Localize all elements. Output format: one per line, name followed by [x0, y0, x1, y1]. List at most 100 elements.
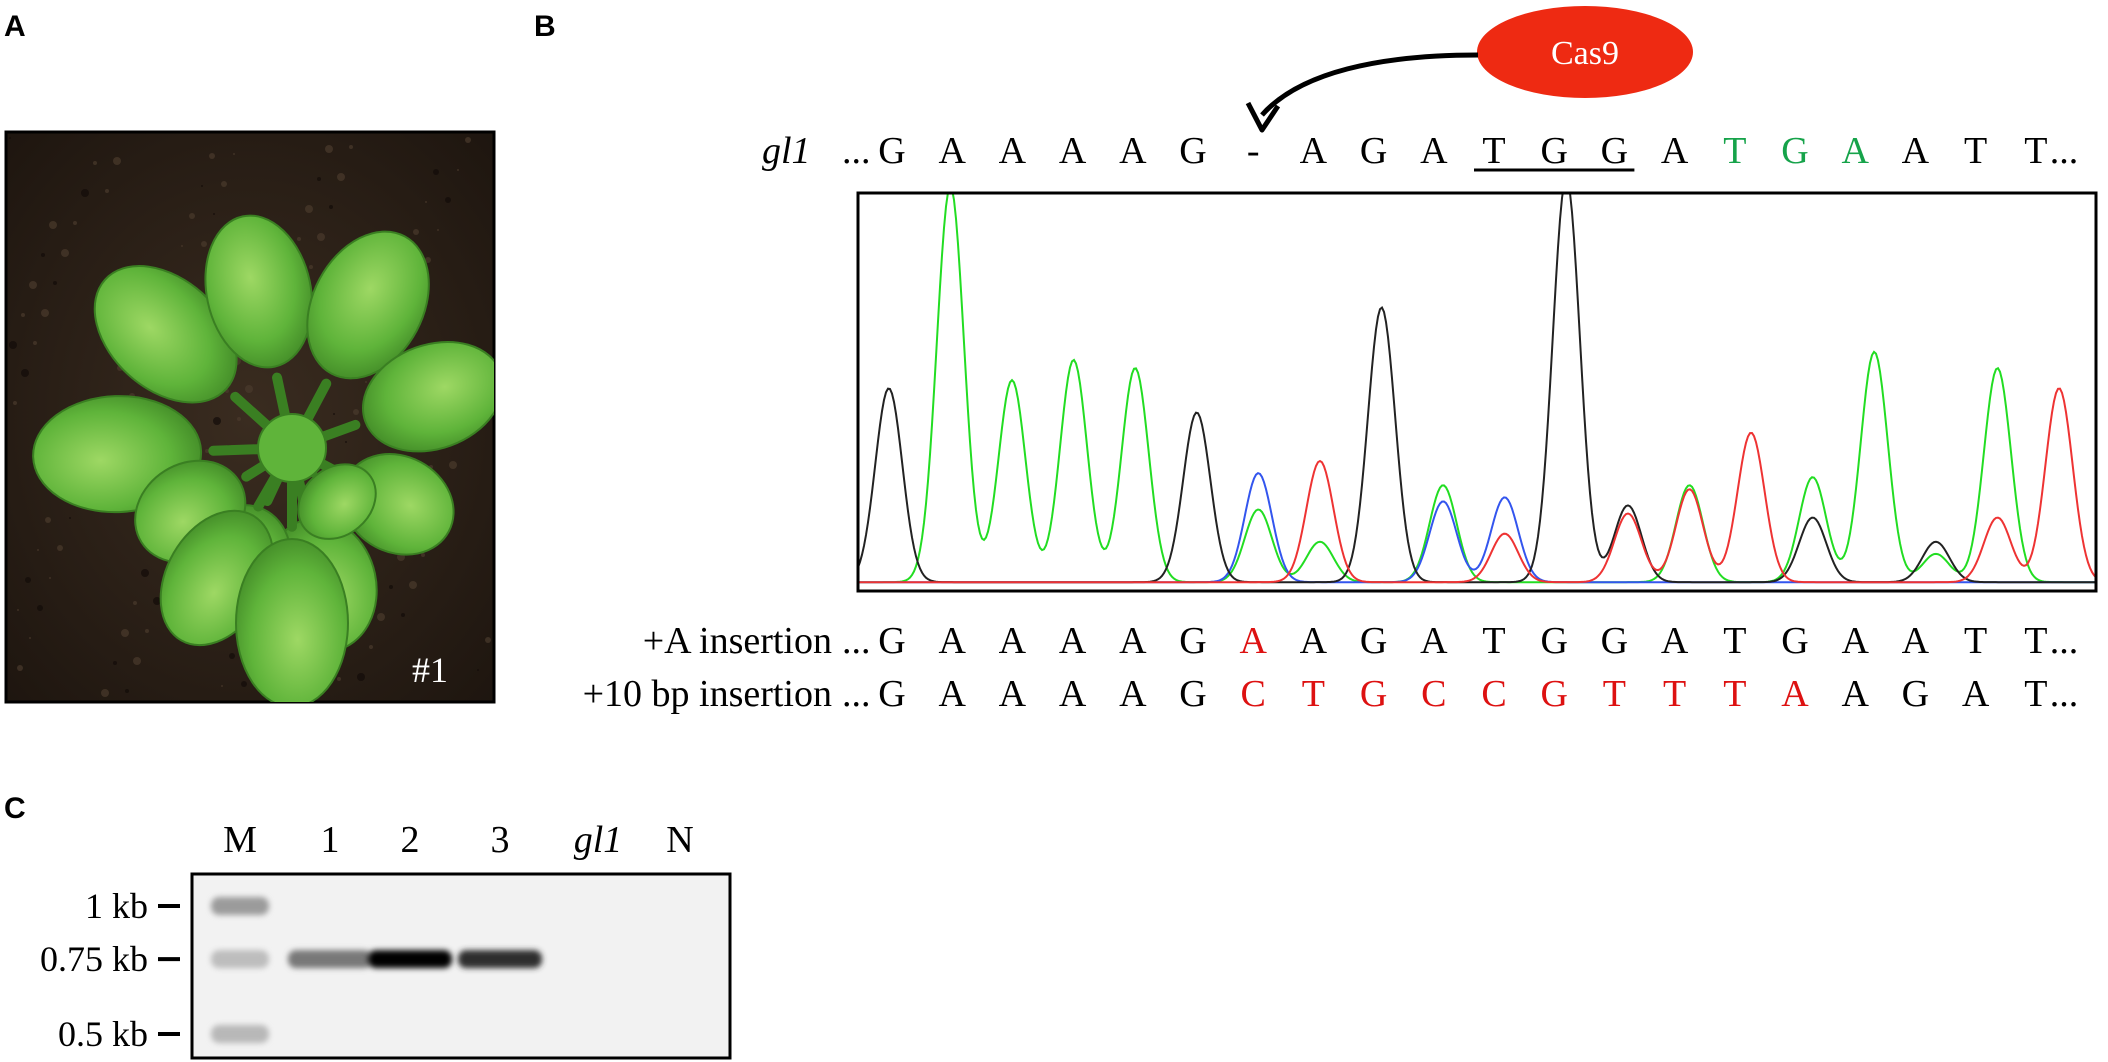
allele-base: T	[1302, 673, 1325, 715]
gel-band	[211, 950, 269, 969]
allele-base: G	[878, 620, 905, 662]
reference-base: G	[1360, 130, 1387, 172]
rosette-plant	[9, 137, 494, 702]
soil-speck	[29, 637, 31, 639]
soil-speck	[49, 577, 51, 579]
soil-speck	[329, 205, 333, 209]
soil-speck	[209, 153, 215, 159]
soil-speck	[57, 545, 63, 551]
soil-speck	[17, 665, 23, 671]
gel-band	[211, 897, 269, 915]
soil-speck	[141, 569, 149, 577]
cas9-label: Cas9	[1551, 35, 1619, 72]
trace-A	[858, 193, 2096, 584]
allele-base: A	[1059, 673, 1087, 715]
soil-speck	[345, 441, 347, 443]
leaf	[93, 265, 238, 404]
soil-speck	[21, 369, 29, 377]
allele-prefix: ...	[842, 620, 871, 662]
soil-speck	[189, 213, 195, 219]
soil-speck	[317, 233, 325, 241]
allele-base: C	[1481, 673, 1506, 715]
cut-arrow-head	[1245, 101, 1281, 133]
allele-base: A	[1962, 673, 1990, 715]
soil-speck	[221, 685, 223, 687]
soil-speck	[241, 681, 247, 687]
cut-arrow	[1260, 52, 1479, 117]
soil-speck	[333, 413, 335, 415]
allele-base: A	[1420, 620, 1448, 662]
soil-speck	[133, 657, 141, 665]
reference-name: gl1	[762, 130, 811, 172]
lane-label: gl1	[574, 819, 623, 861]
allele-base: A	[1119, 620, 1147, 662]
lane-label: 1	[321, 819, 340, 861]
allele-base: G	[1902, 673, 1929, 715]
size-marker-label: 0.75 kb	[40, 939, 148, 979]
soil-speck	[409, 581, 417, 589]
gel-band	[288, 950, 372, 969]
soil-speck	[245, 385, 253, 393]
soil-speck	[433, 169, 439, 175]
gel-band	[211, 1025, 269, 1043]
reference-base: A	[1300, 130, 1328, 172]
allele-base: T	[1723, 620, 1746, 662]
allele-base: A	[1781, 673, 1809, 715]
soil-speck	[41, 309, 49, 317]
soil-speck	[93, 161, 97, 165]
soil-speck	[45, 517, 51, 523]
leaf	[361, 340, 494, 453]
allele-label: +A insertion	[643, 620, 832, 662]
allele-base: T	[1723, 673, 1746, 715]
soil-speck	[61, 249, 69, 257]
soil-speck	[21, 313, 25, 317]
allele-base: G	[1360, 673, 1387, 715]
allele-base: A	[1059, 620, 1087, 662]
soil-speck	[449, 461, 457, 469]
soil-speck	[101, 689, 109, 697]
soil-speck	[485, 637, 491, 643]
soil-speck	[33, 341, 37, 345]
reference-base: G	[1781, 130, 1808, 172]
allele-base: A	[999, 620, 1027, 662]
leaf	[235, 538, 349, 702]
allele-base: G	[1540, 673, 1567, 715]
soil-speck	[237, 417, 241, 421]
chromatogram	[856, 191, 2098, 593]
reference-base: G	[1540, 130, 1567, 172]
reference-base: T	[1482, 130, 1505, 172]
soil-speck	[325, 145, 333, 153]
trace-T	[858, 387, 2096, 584]
soil-speck	[229, 653, 235, 659]
allele-base: T	[2024, 620, 2047, 662]
reference-base: A	[999, 130, 1027, 172]
soil-speck	[445, 197, 451, 203]
allele-base: G	[1179, 673, 1206, 715]
soil-speck	[425, 257, 431, 263]
allele-base: T	[1964, 620, 1987, 662]
soil-speck	[465, 137, 471, 143]
leaf	[297, 463, 377, 540]
reference-base: A	[938, 130, 966, 172]
allele-base: T	[1603, 673, 1626, 715]
reference-base: T	[1723, 130, 1746, 172]
soil-speck	[41, 253, 45, 257]
soil-speck	[153, 597, 161, 605]
reference-base: G	[878, 130, 905, 172]
reference-base: A	[1059, 130, 1087, 172]
reference-base: A	[1841, 130, 1869, 172]
chromatogram-frame	[856, 191, 2098, 593]
allele-base: A	[1661, 620, 1689, 662]
soil-speck	[357, 673, 365, 681]
soil-speck	[29, 281, 37, 289]
soil-speck	[337, 677, 341, 681]
soil-speck	[213, 213, 215, 215]
reference-prefix: ...	[842, 130, 871, 172]
soil-speck	[309, 265, 313, 269]
soil-speck	[365, 381, 367, 383]
